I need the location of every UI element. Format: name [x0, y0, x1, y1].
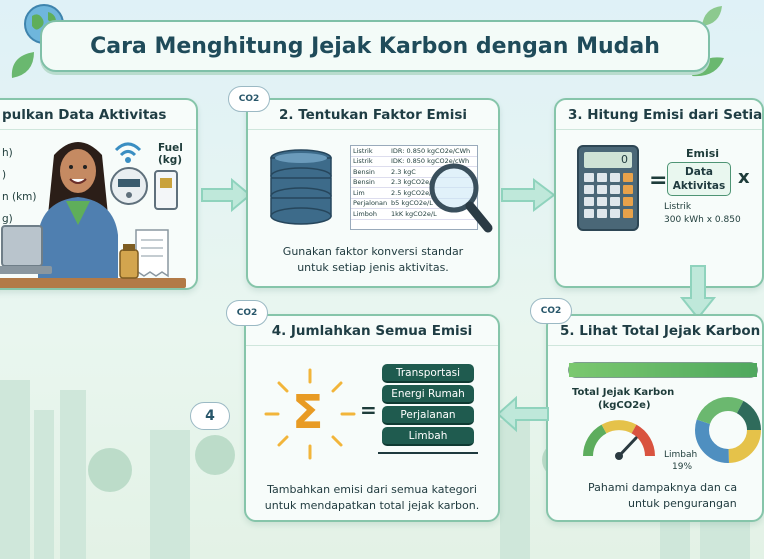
step3-data-label: Aktivitas [672, 180, 726, 192]
fuel-pump-icon [154, 170, 178, 210]
table-row: Bensin 2.3 kgCO2e/L [351, 178, 477, 188]
step4-heading: 4. Jumlahkan Semua Emisi [246, 316, 498, 346]
factor-name: Bensin [353, 167, 375, 176]
co2-cloud-icon: CO2 [226, 300, 268, 326]
calculator-display: 0 [584, 152, 632, 168]
title-banner: Cara Menghitung Jejak Karbon dengan Muda… [40, 20, 710, 72]
step2-heading: 2. Tentukan Faktor Emisi [248, 100, 498, 130]
fuel-unit: (kg) [158, 154, 183, 166]
jar-icon [119, 244, 139, 279]
category-pill: Transportasi [382, 364, 474, 383]
limbah-label: Limbah [664, 450, 698, 460]
step1-heading: pulkan Data Aktivitas [0, 100, 196, 130]
progress-bar-fill [569, 363, 757, 377]
table-row: Listrik IDK: 0.850 kgCO2e/cWh [351, 157, 477, 167]
donut-chart-icon [695, 397, 761, 463]
factor-name: Listrik [353, 146, 373, 155]
flow-arrow [201, 177, 252, 213]
co2-badge-text: CO2 [236, 308, 258, 318]
step3-formula: 300 kWh x 0.850 [664, 215, 741, 225]
table-row: Limboh 1kK kgCO2e/L [351, 209, 477, 220]
step3-times-sign: x [738, 167, 750, 188]
sigma-symbol: Σ [292, 385, 324, 439]
step5-caption: Pahami dampaknya dan ca untuk penguranga… [578, 480, 750, 512]
step4-number-cloud: 4 [190, 402, 230, 430]
step1-line: g) [2, 213, 13, 225]
factor-value: b5 kgCO2e/L [391, 199, 433, 208]
desk [0, 278, 186, 288]
step5-caption-line: untuk pengurangan [628, 497, 737, 510]
co2-cloud-icon: CO2 [228, 86, 270, 112]
step5-heading: 5. Lihat Total Jejak Karbon [548, 316, 762, 346]
step4-equals-sign: = [360, 398, 377, 422]
co2-badge-text: CO2 [540, 306, 562, 316]
step3-heading: 3. Hitung Emisi dari Setia [556, 100, 762, 130]
factor-name: Bensin [353, 178, 375, 187]
category-pill: Perjalanan [382, 406, 474, 425]
co2-cloud-icon: CO2 [530, 298, 572, 324]
step3-emisi-label: Emisi [686, 147, 720, 160]
step5-card: 5. Lihat Total Jejak Karbon [546, 314, 764, 522]
factor-name: Perjalonan [353, 199, 388, 208]
step4-caption-line: Tambahkan emisi dari semua kategori [267, 483, 477, 496]
factor-value: 2.3 kgC [391, 167, 416, 176]
magnifier-icon [429, 163, 493, 233]
calculator-display-value: 0 [621, 153, 628, 166]
factor-value: IDK: 0.850 kgCO2e/cWh [391, 157, 470, 166]
step2-caption-line: untuk setiap jenis aktivitas. [297, 261, 449, 274]
page-title: Cara Menghitung Jejak Karbon dengan Muda… [90, 33, 660, 59]
factor-value: 2.3 kgCO2e/L [391, 178, 435, 187]
step1-line: h) [2, 147, 13, 159]
electric-meter-icon [110, 167, 148, 205]
table-row: Bensin 2.3 kgC [351, 167, 477, 178]
flow-arrow [679, 265, 717, 320]
step3-data-label: Data [685, 166, 713, 178]
step1-activity-lines: h) ) n (km) g) [2, 142, 37, 230]
gauge-icon [583, 420, 655, 460]
factor-name: Limboh [353, 209, 377, 218]
table-row: Lim 2.5 kgCO2e/L [351, 188, 477, 199]
fuel-label: Fuel [158, 142, 183, 154]
step4-caption-line: untuk mendapatkan total jejak karbon. [264, 499, 480, 512]
sunburst-icon [264, 368, 356, 460]
step2-caption: Gunakan faktor konversi standar untuk se… [250, 244, 496, 276]
laptop-icon [0, 225, 52, 274]
calculator-icon: 0 [577, 145, 639, 231]
step1-line: ) [2, 169, 7, 181]
step3-listrik-label: Listrik [664, 202, 692, 212]
gauge-unit: (kgCO2e) [598, 400, 651, 411]
sum-underline [378, 452, 478, 454]
step4-caption: Tambahkan emisi dari semua kategori untu… [248, 482, 496, 514]
person-illustration [38, 142, 118, 280]
progress-bar [568, 362, 758, 378]
step3-equals-sign: = [649, 168, 668, 193]
leaf-icon [11, 52, 34, 78]
step1-line: n (km) [2, 191, 37, 203]
co2-badge-text: CO2 [238, 94, 260, 104]
factor-name: Listrik [353, 157, 373, 166]
wifi-icon [114, 142, 142, 163]
database-icon [270, 149, 332, 225]
category-pill: Energi Rumah [382, 385, 474, 404]
flow-arrow [496, 395, 549, 433]
factor-value: IDR: 0.850 kgCO2e/CWh [391, 146, 471, 155]
leaf-icon [702, 6, 722, 26]
step3-data-box: Data Aktivitas [667, 162, 731, 196]
factor-name: Lim [353, 188, 365, 197]
gauge-label: Total Jejak Karbon [572, 387, 675, 398]
table-row: Listrik IDR: 0.850 kgCO2e/CWh [351, 146, 477, 157]
leaf-icon [692, 57, 724, 77]
category-pill: Limbah [382, 427, 474, 446]
factor-value: 2.5 kgCO2e/L [391, 188, 435, 197]
step2-caption-line: Gunakan faktor konversi standar [282, 245, 464, 258]
step5-caption-line: Pahami dampaknya dan ca [588, 481, 738, 494]
factor-value: 1kK kgCO2e/L [391, 209, 437, 218]
step4-number-badge: 4 [205, 408, 215, 424]
limbah-percent: 19% [672, 462, 693, 472]
flow-arrow [501, 178, 556, 212]
